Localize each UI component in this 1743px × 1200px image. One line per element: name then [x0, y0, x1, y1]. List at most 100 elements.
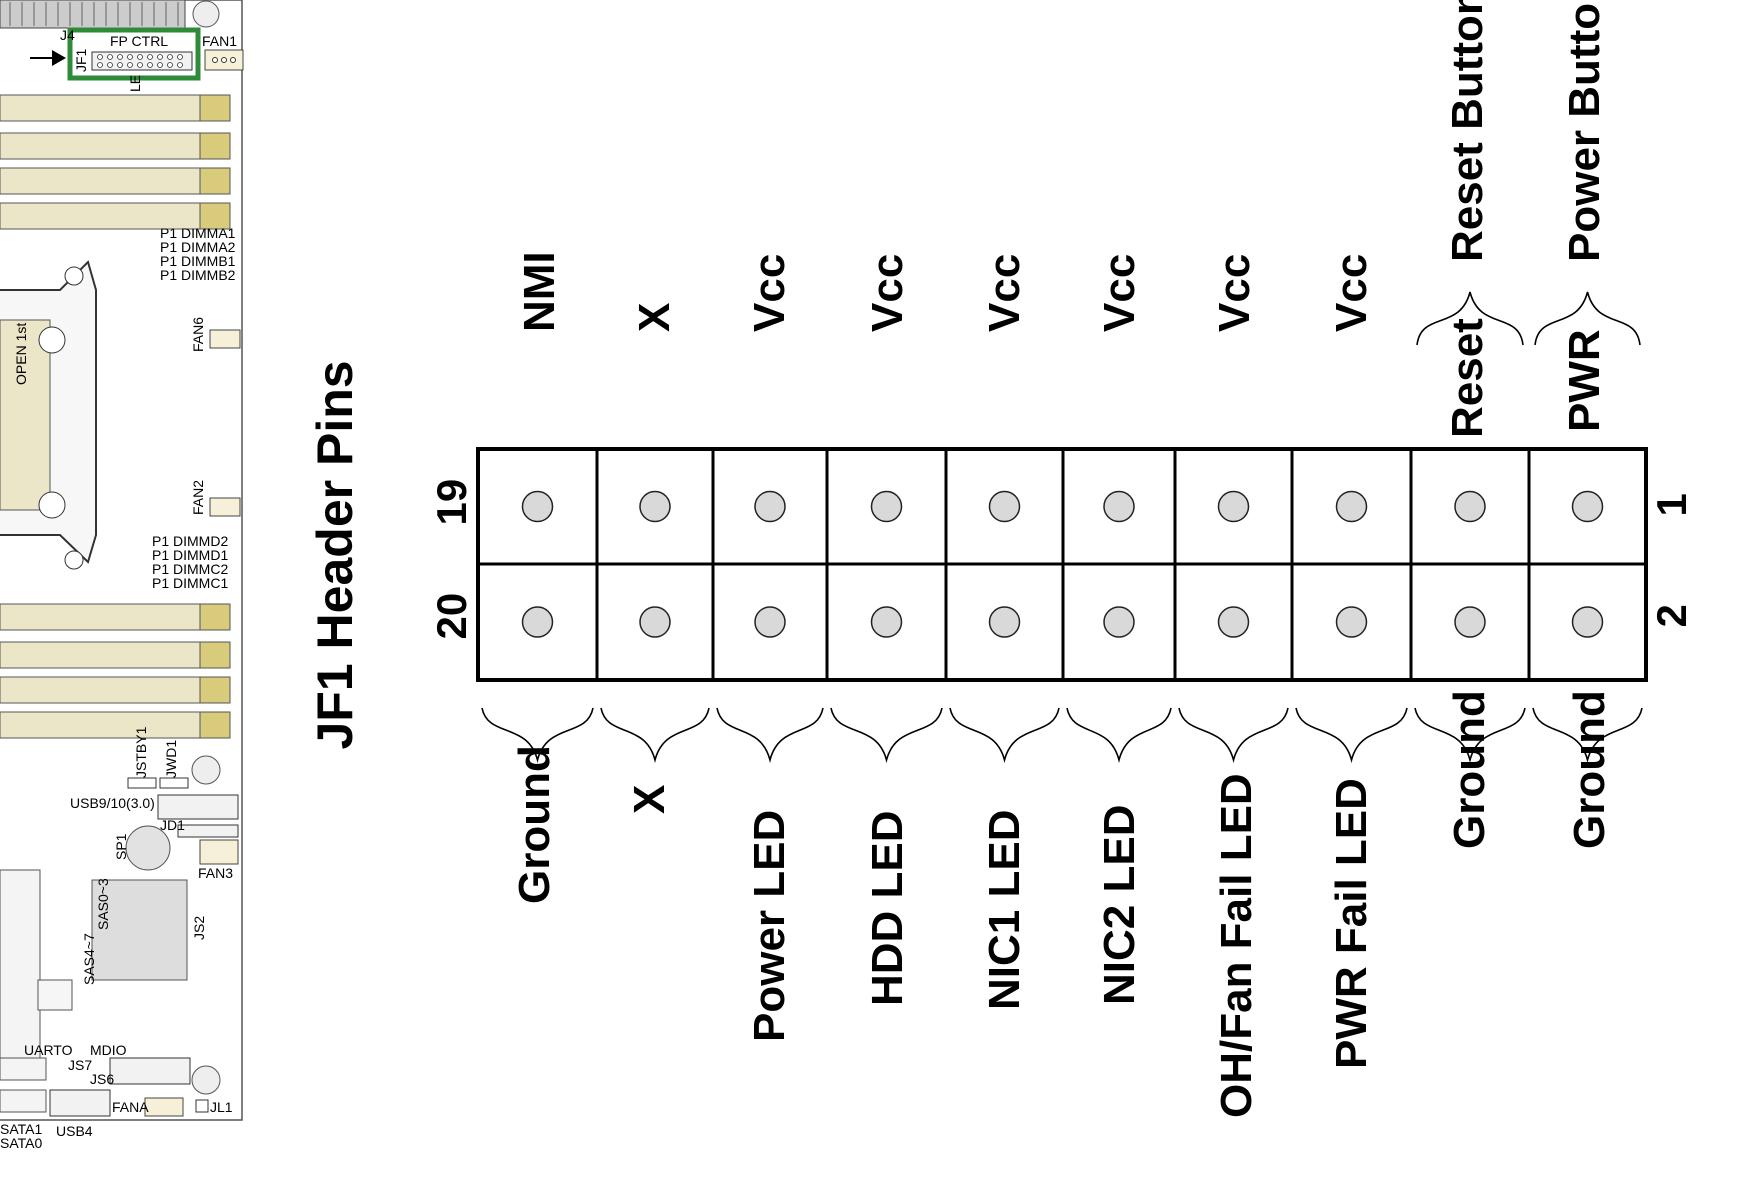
board-label: P1 DIMMB2 — [160, 267, 236, 283]
bottom-brace — [600, 707, 710, 764]
board-label: FAN2 — [190, 480, 206, 515]
top-label: Vcc — [1095, 253, 1144, 332]
board-label: LE — [127, 75, 143, 92]
pin-dot — [639, 490, 671, 523]
board-label: JD1 — [160, 817, 185, 833]
pin-dot — [1571, 490, 1604, 523]
top-label: Vcc — [980, 253, 1029, 332]
label-braces — [481, 291, 1643, 764]
bottom-label: Power LED — [745, 809, 794, 1042]
pin-dots — [521, 490, 1604, 638]
bottom-brace — [481, 707, 594, 764]
pin-dot — [1454, 606, 1486, 638]
pin-dot — [1571, 606, 1604, 638]
board-label: P1 DIMMA2 — [160, 239, 236, 255]
pin-number-1: 1 — [1648, 493, 1695, 517]
top-label: PWR — [1560, 329, 1609, 432]
pin-dot — [1335, 490, 1368, 523]
board-label: JF1 — [73, 48, 89, 72]
bottom-label: X — [625, 784, 674, 814]
board-label: P1 DIMMC1 — [152, 575, 228, 591]
top-label: X — [630, 302, 679, 332]
board-label: FAN6 — [190, 317, 206, 352]
bottom-label: Ground — [1565, 690, 1614, 849]
pin-dot — [521, 606, 554, 638]
board-label: OPEN 1st — [13, 323, 29, 385]
board-label: SAS0~3 — [95, 878, 111, 930]
pin-dot — [988, 490, 1021, 523]
bottom-label: OH/Fan Fail LED — [1212, 773, 1261, 1118]
top-label: Vcc — [745, 253, 794, 332]
board-label: SAS4~7 — [81, 933, 97, 985]
board-label: SATA0 — [0, 1135, 42, 1151]
board-label: P1 DIMMB1 — [160, 253, 236, 269]
board-label: MDIO — [90, 1042, 127, 1058]
board-label: FANA — [112, 1099, 149, 1115]
diagram-title: JF1 Header Pins — [307, 360, 363, 750]
board-label: P1 DIMMD2 — [152, 533, 228, 549]
pin-number-2: 2 — [1648, 604, 1695, 628]
pin-dot — [521, 490, 554, 523]
top-label: Vcc — [863, 253, 912, 332]
board-label: JS6 — [90, 1071, 114, 1087]
board-label: P1 DIMMC2 — [152, 561, 228, 577]
board-label: P1 DIMMD1 — [152, 547, 228, 563]
board-label: P1 DIMMA1 — [160, 225, 236, 241]
bottom-brace — [830, 707, 943, 764]
bottom-label: NIC1 LED — [980, 809, 1029, 1010]
pin-dot — [870, 606, 903, 638]
bottom-brace — [1532, 707, 1643, 764]
pin-dot — [1103, 606, 1135, 638]
top-label: Reset — [1443, 318, 1492, 438]
pin-dot — [754, 490, 786, 523]
bottom-brace — [1295, 707, 1408, 764]
pointer-arrow-icon — [30, 50, 66, 66]
board-label: FAN1 — [202, 33, 237, 49]
board-label: FP CTRL — [110, 33, 168, 49]
top-label: Vcc — [1327, 253, 1376, 332]
bottom-label: PWR Fail LED — [1327, 778, 1376, 1069]
button-label: Power Button — [1560, 0, 1609, 262]
bottom-label: HDD LED — [863, 810, 912, 1006]
button-label: Reset Button — [1443, 0, 1492, 262]
board-label: UARTO — [24, 1042, 73, 1058]
top-brace — [1534, 291, 1641, 346]
bottom-brace — [1414, 707, 1526, 764]
bottom-brace — [1066, 707, 1172, 764]
board-label: JWD1 — [163, 740, 179, 778]
board-label: J4 — [60, 27, 75, 43]
pin-number-19: 19 — [428, 478, 475, 526]
board-label: JL1 — [210, 1099, 233, 1115]
pin-dot — [754, 606, 786, 638]
pin-dot — [639, 606, 671, 638]
pin-dot — [1454, 490, 1486, 523]
pin-dot — [1217, 606, 1250, 638]
pin-grid — [476, 447, 1648, 682]
bottom-label: Ground — [510, 745, 559, 904]
motherboard-diagram: J4 FP CTRL FAN1 JF1 LE P1 DIMMA1 P1 DIMM… — [0, 0, 244, 1151]
top-brace — [1416, 291, 1524, 346]
board-label: JSTBY1 — [133, 726, 149, 778]
board-label: JS2 — [191, 916, 207, 940]
pin-dot — [988, 606, 1021, 638]
board-label: SP1 — [113, 833, 129, 860]
pin-dot — [1335, 606, 1368, 638]
pin-dot — [1217, 490, 1250, 523]
bottom-label: NIC2 LED — [1095, 804, 1144, 1005]
pin-number-20: 20 — [428, 592, 475, 640]
dimm-slots-a-b — [0, 94, 231, 230]
bottom-brace — [716, 707, 824, 764]
pin-dot — [870, 490, 903, 523]
dimm-slots-c-d — [0, 603, 231, 739]
board-label: USB9/10(3.0) — [70, 795, 155, 811]
bottom-label: Ground — [1445, 690, 1494, 849]
board-label: USB4 — [56, 1123, 93, 1139]
pin-dot — [1103, 490, 1135, 523]
board-label: FAN3 — [198, 865, 233, 881]
bottom-brace — [1178, 707, 1289, 764]
board-label: SATA1 — [0, 1121, 42, 1137]
top-label: Vcc — [1210, 253, 1259, 332]
bottom-brace — [949, 707, 1060, 764]
fp-ctrl-highlight — [67, 27, 201, 81]
board-label: JS7 — [68, 1057, 92, 1073]
